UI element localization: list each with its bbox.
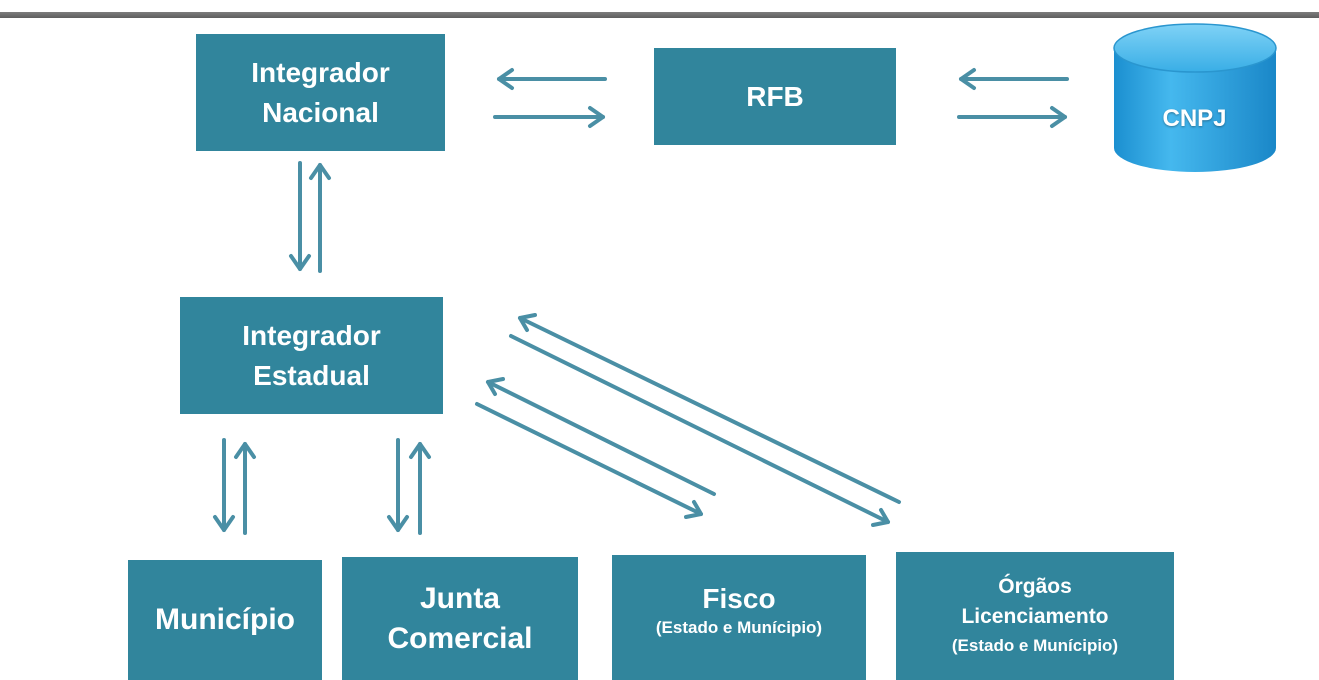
integrador-estadual-line-2: Estadual — [253, 359, 370, 391]
municipio-box: Município — [128, 560, 322, 680]
rfb-label: RFB — [746, 80, 804, 112]
fisco-title: Fisco — [702, 582, 776, 614]
fisco-box: Fisco (Estado e Munícipio) — [612, 555, 866, 680]
cnpj-label: CNPJ — [1162, 105, 1227, 132]
integrador-nacional-box: Integrador Nacional — [196, 34, 445, 151]
arrow-rfb-to-nacional — [497, 68, 607, 90]
arrow-estadual-to-nacional — [309, 163, 331, 273]
orgaos-title-line-1: Órgãos — [998, 575, 1072, 598]
orgaos-licenciamento-box: Órgãos Licenciamento (Estado e Munícipio… — [896, 552, 1174, 680]
arrow-municipio-to-estadual — [234, 442, 256, 535]
arrow-cnpj-to-rfb — [959, 68, 1069, 90]
fisco-subtitle: (Estado e Munícipio) — [655, 617, 823, 637]
junta-comercial-line-2: Comercial — [387, 621, 533, 655]
integrador-estadual-line-1: Integrador — [242, 319, 381, 351]
arrow-nacional-to-estadual — [289, 161, 311, 271]
junta-comercial-box: Junta Comercial — [342, 557, 578, 680]
junta-comercial-line-1: Junta — [419, 581, 500, 615]
arrow-estadual-to-fisco — [475, 402, 703, 519]
municipio-label: Município — [155, 603, 295, 636]
integrador-nacional-line-1: Integrador — [251, 56, 390, 88]
arrow-rfb-to-cnpj — [957, 106, 1067, 128]
orgaos-subtitle: (Estado e Munícipio) — [951, 636, 1119, 655]
arrow-orgaos-to-estadual — [518, 313, 901, 504]
integrador-estadual-box: Integrador Estadual — [180, 297, 443, 414]
top-rule — [0, 12, 1319, 18]
arrow-nacional-to-rfb — [493, 106, 605, 128]
integrador-nacional-line-2: Nacional — [262, 96, 379, 128]
orgaos-title-line-2: Licenciamento — [961, 605, 1109, 628]
arrow-estadual-to-orgaos — [509, 334, 890, 527]
cnpj-database-icon — [1113, 23, 1277, 172]
arrow-fisco-to-estadual — [486, 377, 716, 496]
rfb-box: RFB — [654, 48, 896, 145]
arrow-junta-to-estadual — [409, 442, 431, 535]
arrow-estadual-to-municipio — [213, 438, 235, 532]
arrow-estadual-to-junta — [387, 438, 409, 532]
